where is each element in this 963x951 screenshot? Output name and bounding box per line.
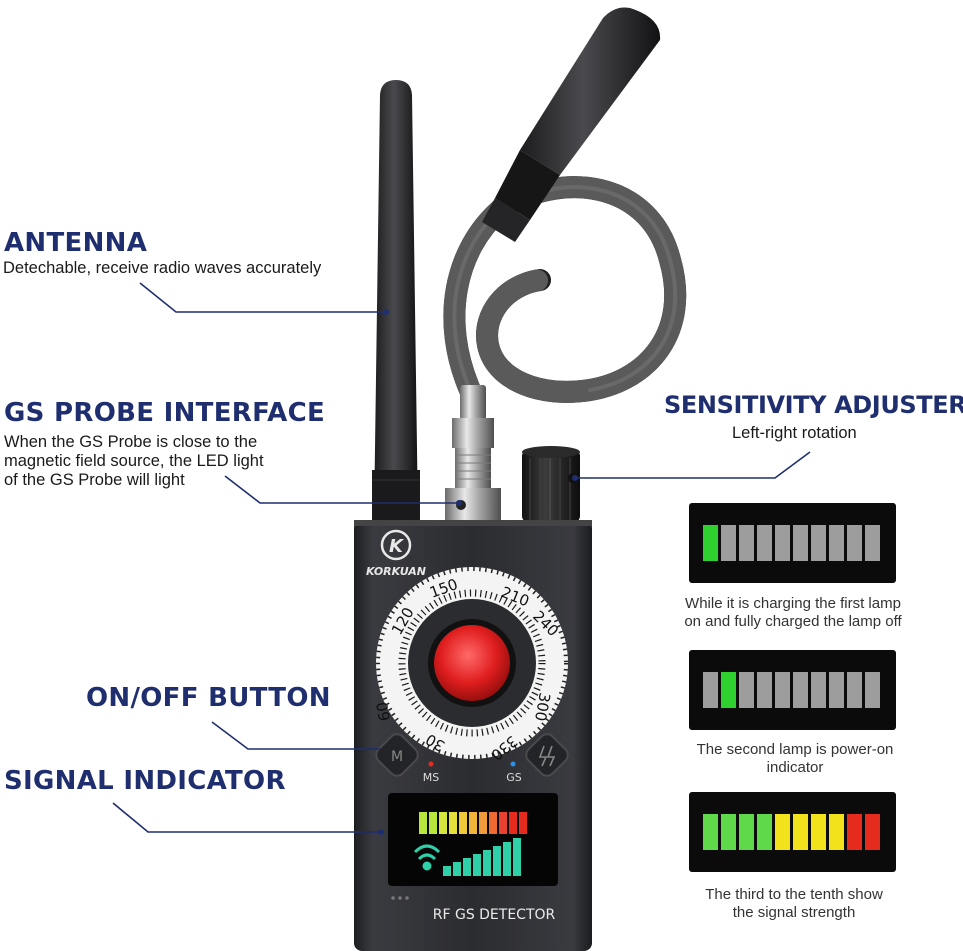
lamp-9	[847, 814, 862, 850]
lamp-4	[757, 672, 772, 708]
gs-probe-cable	[443, 176, 687, 403]
onoff-title: ON/OFF BUTTON	[86, 683, 331, 713]
antenna-desc: Detechable, receive radio waves accurate…	[3, 259, 321, 278]
caption-line: indicator	[766, 759, 824, 776]
caption-power: The second lamp is power-on indicator	[645, 741, 945, 777]
antenna-title: ANTENNA	[4, 228, 148, 258]
lamp-2	[721, 525, 736, 561]
lamp-5	[775, 525, 790, 561]
sensitivity-desc: Left-right rotation	[732, 424, 857, 443]
lamp-1	[703, 814, 718, 850]
lamp-8	[829, 672, 844, 708]
caption-line: The second lamp is power-on	[696, 741, 894, 758]
lamp-9	[847, 672, 862, 708]
gs-probe-handle	[482, 7, 661, 242]
lamp-panel-power	[689, 650, 896, 730]
dial-label-300: 300	[531, 691, 554, 722]
lamp-10	[865, 672, 880, 708]
lamp-5	[775, 672, 790, 708]
lamp-1	[703, 672, 718, 708]
lamp-panel-charging	[689, 503, 896, 583]
product-name: RF GS DETECTOR	[433, 907, 556, 923]
lamp-2	[721, 672, 736, 708]
antenna-part	[372, 80, 420, 522]
lamp-7	[811, 525, 826, 561]
display-bars	[419, 812, 527, 876]
dial-label-60: 60	[373, 701, 394, 723]
ms-label: MS	[423, 771, 439, 784]
lamp-6	[793, 525, 808, 561]
lamp-10	[865, 814, 880, 850]
antenna-desc-text: Detechable, receive radio waves accurate…	[3, 259, 322, 277]
lamp-7	[811, 814, 826, 850]
caption-line: on and fully charged the lamp off	[684, 613, 902, 630]
lamp-7	[811, 672, 826, 708]
gs-probe-connector	[445, 385, 501, 522]
signal-title: SIGNAL INDICATOR	[4, 766, 286, 796]
lamp-8	[829, 814, 844, 850]
bolt-button	[525, 733, 569, 777]
gs-probe-title: GS PROBE INTERFACE	[4, 398, 326, 428]
caption-line: the signal strength	[732, 904, 856, 921]
lamp-3	[739, 672, 754, 708]
lamp-3	[739, 525, 754, 561]
brand-mark: K	[389, 536, 405, 557]
lamp-6	[793, 672, 808, 708]
lamp-3	[739, 814, 754, 850]
gs-label: GS	[506, 771, 522, 784]
m-button-icon: M	[391, 749, 403, 765]
lamp-9	[847, 525, 862, 561]
lamp-5	[775, 814, 790, 850]
sensitivity-knob	[522, 446, 580, 522]
lamp-2	[721, 814, 736, 850]
gs-probe-desc-line: of the GS Probe will light	[4, 471, 185, 489]
sensitivity-desc-text: Left-right rotation	[732, 424, 857, 442]
lamp-4	[757, 814, 772, 850]
caption-line: The third to the tenth show	[705, 886, 883, 903]
m-button: M	[375, 733, 419, 777]
lamp-4	[757, 525, 772, 561]
caption-charging: While it is charging the first lamp on a…	[643, 595, 943, 631]
brand-name: KORKUAN	[366, 565, 426, 578]
lamp-1	[703, 525, 718, 561]
sensitivity-title: SENSITIVITY ADJUSTER	[664, 391, 963, 419]
lamp-10	[865, 525, 880, 561]
lamp-8	[829, 525, 844, 561]
lamp-6	[793, 814, 808, 850]
bolt-icon	[538, 745, 556, 767]
leader-lines	[112, 282, 811, 835]
gs-probe-desc-line: magnetic field source, the LED light	[4, 452, 264, 470]
caption-line: While it is charging the first lamp	[685, 595, 901, 612]
lamp-panel-signal	[689, 792, 896, 872]
gs-probe-desc: When the GS Probe is close to the magnet…	[4, 433, 264, 490]
gs-probe-desc-line: When the GS Probe is close to the	[4, 433, 258, 451]
detector-body: K KORKUAN 150 210 240 120 300 60 330 30 …	[354, 520, 592, 951]
caption-signal: The third to the tenth show the signal s…	[644, 886, 944, 922]
wifi-icon	[413, 844, 441, 871]
